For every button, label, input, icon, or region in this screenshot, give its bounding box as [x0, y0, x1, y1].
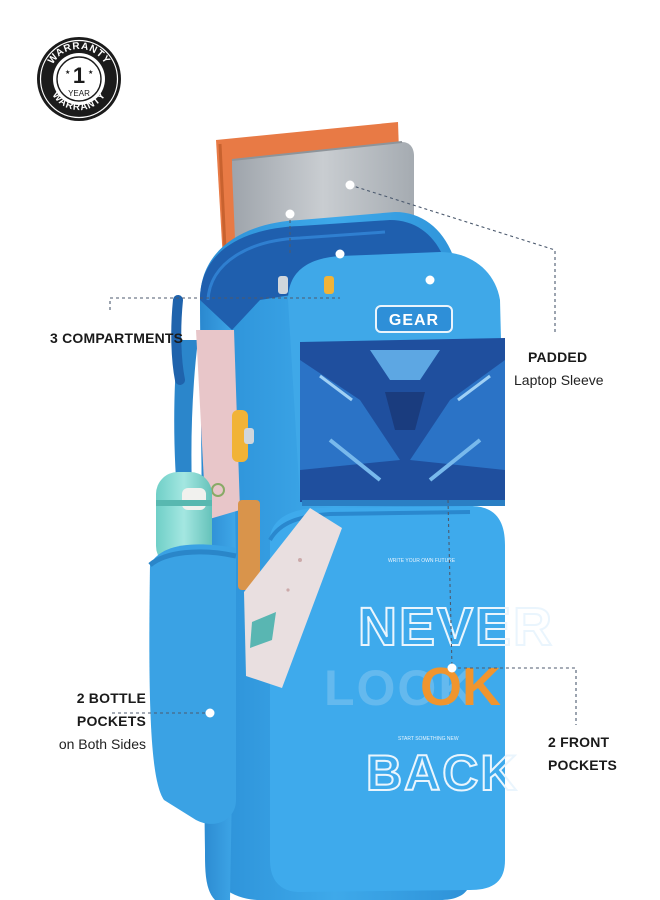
- feature-bottle-pockets: 2 BOTTLE POCKETS on Both Sides: [44, 687, 146, 756]
- print-back: BACK: [366, 745, 518, 801]
- pouch: [244, 508, 342, 688]
- print-never: NEVER: [358, 597, 554, 657]
- feature-compartments: 3 COMPARTMENTS: [50, 327, 183, 350]
- callout-dots: [205, 180, 457, 718]
- front-title-line1: 2 FRONT: [548, 734, 610, 750]
- front-title-line2: POCKETS: [548, 757, 618, 773]
- compartments-title: 3 COMPARTMENTS: [50, 330, 184, 346]
- gear-logo-patch: GEAR: [375, 305, 453, 333]
- feature-laptop-sleeve: PADDED Laptop Sleeve: [514, 346, 604, 392]
- laptop-title: PADDED: [528, 349, 588, 365]
- tag-yellow: [232, 410, 260, 590]
- water-bottle: [156, 472, 212, 568]
- svg-text:★: ★: [65, 69, 70, 76]
- feature-front-pockets: 2 FRONT POCKETS: [548, 731, 617, 777]
- bottle-subtitle: on Both Sides: [58, 736, 146, 752]
- badge-unit: YEAR: [68, 89, 90, 98]
- print-small-bottom: START SOMETHING NEW: [398, 736, 459, 742]
- bottle-title-line2: POCKETS: [76, 713, 146, 729]
- svg-text:★: ★: [88, 69, 93, 76]
- callout-lines: [109, 184, 577, 725]
- print-small-top: WRITE YOUR OWN FUTURE: [388, 558, 456, 564]
- badge-number: 1: [73, 63, 85, 88]
- laptop-subtitle: Laptop Sleeve: [514, 372, 604, 388]
- bottle-title-line1: 2 BOTTLE: [76, 690, 146, 706]
- warranty-badge: WARRANTY WARRANTY 1 YEAR ★ ★: [37, 37, 121, 121]
- upper-front-pocket: [288, 252, 505, 506]
- notebook-pink: [196, 330, 240, 520]
- brand-logo-text: GEAR: [389, 312, 439, 329]
- print-ok: OK: [420, 657, 501, 717]
- bottle-pocket: [148, 544, 237, 824]
